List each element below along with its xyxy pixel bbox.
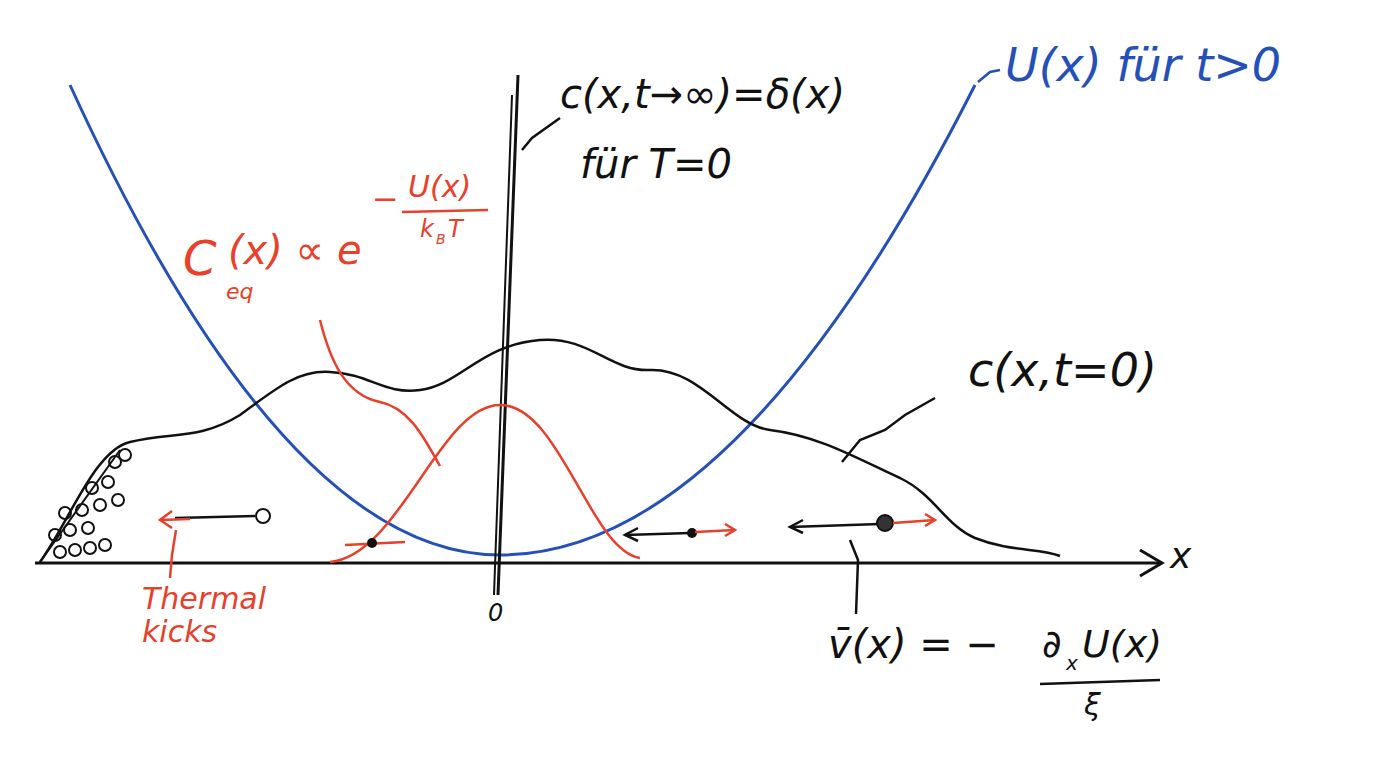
boundary: [40, 450, 120, 562]
formula-part: U(x): [1082, 624, 1162, 666]
particle-cluster: [49, 449, 131, 558]
formula-part: C: [183, 232, 217, 285]
formula-part: ξ: [1084, 688, 1101, 721]
leader-line: [170, 530, 176, 578]
subscript: eq: [226, 280, 254, 304]
formula-part: ∂: [1042, 624, 1062, 666]
subscript: B: [436, 232, 446, 247]
fraction-bar: [402, 210, 488, 212]
delta-spike: [494, 95, 512, 595]
initial-distribution: [40, 340, 1060, 562]
leader-line: [320, 320, 440, 466]
fraction-bar: [1040, 680, 1160, 684]
axis-tick: 0: [488, 600, 503, 626]
formula-part: U(x): [408, 170, 471, 203]
particle-arrows: [160, 509, 935, 548]
axis-arrowhead: [1140, 550, 1162, 576]
formula-part: −: [372, 182, 399, 217]
x-axis: [35, 562, 1160, 565]
subscript: x: [1066, 652, 1078, 674]
curve-label: U(x) für t>0: [1005, 40, 1281, 91]
delta-spike: [498, 75, 518, 595]
leader-line: [522, 118, 560, 150]
leader-line: [850, 540, 858, 614]
potential-curve: [70, 85, 975, 555]
leader-line: [842, 398, 935, 462]
formula-part: k: [420, 216, 434, 242]
annotation: für T=0: [580, 142, 732, 186]
axis-label: x: [1170, 536, 1191, 576]
formula-part: v̄(x) = −: [828, 622, 999, 666]
annotation: c(x,t→∞)=δ(x): [560, 72, 845, 116]
leader-line: [978, 70, 1000, 82]
curve-label: c(x,t=0): [968, 345, 1157, 396]
formula-part: (x) ∝ e: [228, 228, 362, 272]
annotation: Thermal kicks: [142, 582, 292, 648]
formula-part: T: [448, 216, 463, 242]
equilibrium-curve: [330, 405, 640, 562]
